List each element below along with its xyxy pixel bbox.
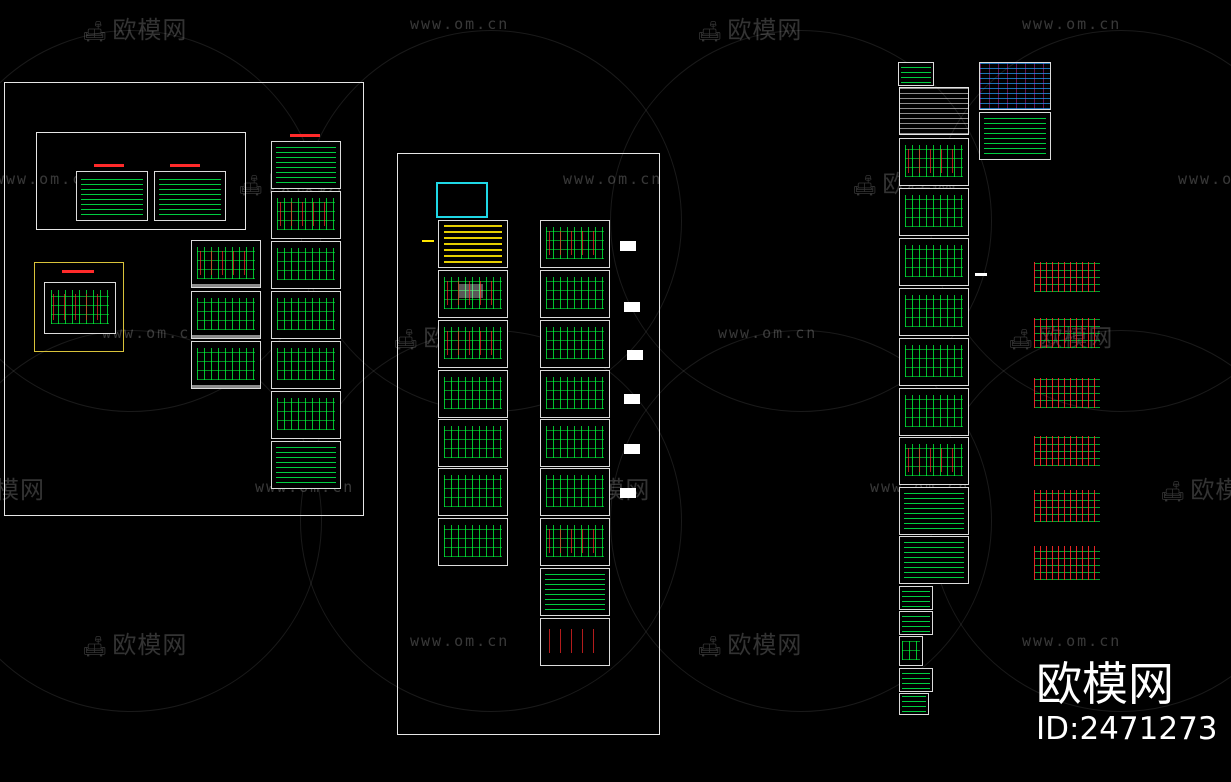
sofa-icon: 🛋 <box>82 19 109 43</box>
drawing-sheet[interactable] <box>44 282 116 334</box>
drawing-sheet[interactable] <box>438 419 508 467</box>
drawing-sheet[interactable] <box>154 171 226 221</box>
watermark-logo: 🛋欧模网 <box>82 16 188 44</box>
drawing-sheet[interactable] <box>899 288 969 336</box>
drawing-sheet[interactable] <box>899 487 969 535</box>
watermark-url: www.om.cn <box>0 170 95 188</box>
notes-sheet[interactable] <box>899 87 969 135</box>
drawing-sheet[interactable] <box>271 341 341 389</box>
floor-plan-detail[interactable] <box>1034 546 1100 580</box>
drawing-sheet[interactable] <box>540 618 610 666</box>
drawing-sheet[interactable] <box>438 320 508 368</box>
section-label-box <box>624 302 640 312</box>
drawing-sheet[interactable] <box>271 241 341 289</box>
drawing-sheet[interactable] <box>438 468 508 516</box>
drawing-sheet-notes[interactable] <box>438 220 508 268</box>
drawing-sheet[interactable] <box>899 238 969 286</box>
watermark-url: www.om.cn <box>1022 632 1122 650</box>
drawing-sheet[interactable] <box>899 437 969 485</box>
watermark-logo: 🛋欧模网 <box>1160 476 1231 504</box>
sofa-icon: 🛋 <box>697 19 724 43</box>
sheet-title-mark <box>62 270 94 273</box>
floor-plan-detail[interactable] <box>1034 318 1100 348</box>
watermark-url: www.om.cn <box>410 632 510 650</box>
watermark-url: www.om.cn <box>563 170 663 188</box>
drawing-sheet[interactable] <box>438 270 508 318</box>
watermark-url: www.om.cn <box>1022 15 1122 33</box>
section-label-box <box>624 394 640 404</box>
sofa-icon: 🛋 <box>82 634 109 658</box>
drawing-sheet[interactable] <box>191 291 261 339</box>
drawing-sheet[interactable] <box>271 291 341 339</box>
floor-plan-detail[interactable] <box>1034 490 1100 522</box>
drawing-sheet[interactable] <box>899 388 969 436</box>
drawing-sheet[interactable] <box>540 320 610 368</box>
sofa-icon: 🛋 <box>1008 327 1035 351</box>
drawing-sheet[interactable] <box>191 240 261 288</box>
brand-id: ID:2471273 <box>1036 711 1218 747</box>
drawing-sheet[interactable] <box>899 586 933 610</box>
sofa-icon: 🛋 <box>238 173 265 197</box>
sofa-icon: 🛋 <box>852 173 879 197</box>
drawing-sheet[interactable] <box>899 536 969 584</box>
drawing-sheet[interactable] <box>898 62 934 86</box>
cover-sheet-cyan[interactable] <box>436 182 488 218</box>
section-label-box <box>624 444 640 454</box>
drawing-sheet[interactable] <box>271 191 341 239</box>
section-label-box <box>627 350 643 360</box>
section-label-box <box>620 488 636 498</box>
drawing-sheet[interactable] <box>899 693 929 715</box>
drawing-sheet[interactable] <box>271 141 341 189</box>
drawing-sheet[interactable] <box>540 220 610 268</box>
drawing-sheet[interactable] <box>899 636 923 666</box>
drawing-sheet[interactable] <box>271 441 341 489</box>
watermark-url: www.om.cn <box>410 15 510 33</box>
sofa-icon: 🛋 <box>697 634 724 658</box>
watermark-url: www.om.cn <box>102 324 202 342</box>
drawing-sheet[interactable] <box>191 341 261 389</box>
drawing-sheet[interactable] <box>540 468 610 516</box>
drawing-sheet[interactable] <box>899 338 969 386</box>
drawing-sheet[interactable] <box>899 668 933 692</box>
drawing-frame-middle[interactable] <box>397 153 660 735</box>
watermark-logo: 🛋欧模网 <box>697 631 803 659</box>
sheet-title-mark <box>422 240 434 242</box>
drawing-sheet[interactable] <box>438 370 508 418</box>
watermark-logo: 🛋欧模网 <box>82 631 188 659</box>
selected-sheet-frame[interactable] <box>34 262 124 352</box>
drawing-sheet[interactable] <box>540 568 610 616</box>
watermark-url: www.om.cn <box>1178 170 1231 188</box>
floor-plan-detail[interactable] <box>1034 436 1100 466</box>
floor-plan-detail[interactable] <box>1034 378 1100 408</box>
sheet-title-mark <box>170 164 200 167</box>
drawing-sheet[interactable] <box>979 112 1051 160</box>
drawing-sheet[interactable] <box>438 518 508 566</box>
drawing-sheet[interactable] <box>540 518 610 566</box>
watermark-logo: 欧模网 <box>0 476 45 504</box>
section-label-box <box>975 273 987 276</box>
section-label-box <box>620 241 636 251</box>
watermark-logo: 🛋欧模网 <box>697 16 803 44</box>
watermark-url: www.om.cn <box>718 324 818 342</box>
sofa-icon: 🛋 <box>1160 479 1187 503</box>
sheet-title-mark <box>290 134 320 137</box>
drawing-sheet[interactable] <box>540 370 610 418</box>
floor-plan-detail[interactable] <box>1034 262 1100 292</box>
drawing-sheet[interactable] <box>540 419 610 467</box>
drawing-frame-left[interactable] <box>4 82 364 516</box>
sheet-title-mark <box>94 164 124 167</box>
drawing-sheet[interactable] <box>76 171 148 221</box>
drawing-sheet[interactable] <box>271 391 341 439</box>
drawing-sheet[interactable] <box>899 188 969 236</box>
drawing-sheet[interactable] <box>899 611 933 635</box>
brand-name: 欧模网 <box>1036 657 1174 711</box>
drawing-sheet[interactable] <box>899 138 969 186</box>
drawing-sheet[interactable] <box>540 270 610 318</box>
drawing-sheet-legend[interactable] <box>979 62 1051 110</box>
cover-sheets-frame[interactable] <box>36 132 246 230</box>
